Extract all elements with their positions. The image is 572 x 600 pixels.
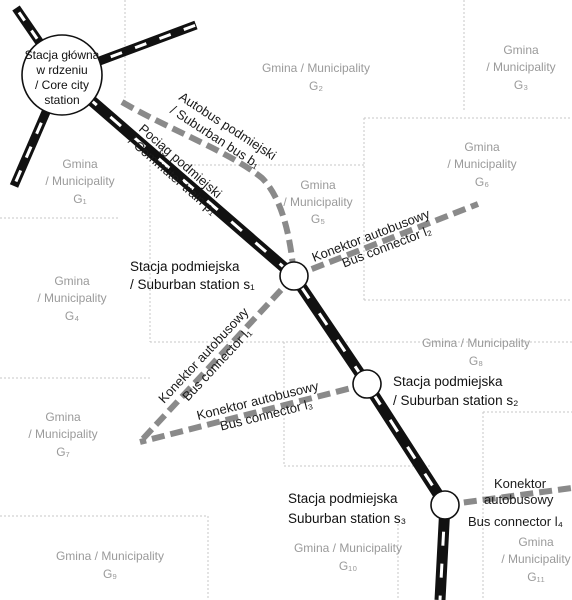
municipality-g4-label2: / Municipality [37, 291, 106, 305]
station-labels: Stacja podmiejska / Suburban station s₁ … [130, 259, 518, 526]
connector-l4-label-line3: Bus connector l₄ [468, 514, 563, 529]
station-s3-label-line1: Stacja podmiejska [288, 491, 398, 506]
municipality-g6-label2: / Municipality [447, 157, 516, 171]
station-s1-label-line1: Stacja podmiejska [130, 259, 240, 274]
municipality-g9-label: Gmina / Municipality [56, 549, 164, 563]
core-station-marker [21, 34, 103, 116]
municipality-g5-label2: / Municipality [283, 195, 352, 209]
bus-connector-l2-route [292, 201, 480, 279]
station-s2-marker [352, 369, 382, 399]
municipality-labels: Gmina / Municipality G₂ Gmina / Municipa… [28, 43, 570, 584]
station-s3-label-line2: Suburban station s₃ [288, 511, 406, 526]
connector-l4-label-line2: autobusowy [484, 492, 554, 507]
rail-spur-southwest-ties [12, 74, 64, 187]
core-station-line4: station [44, 93, 79, 107]
municipality-g7-label: Gmina [45, 410, 81, 424]
bus-b1-route [120, 99, 297, 277]
connector-l2-label: Konektor autobusowy Bus connector l₂ [310, 206, 434, 271]
connector-l1-label-line1: Konektor autobusowy [155, 304, 252, 406]
bus-connector-l4-route [444, 485, 572, 508]
municipality-g2-sub: G₂ [309, 79, 323, 93]
bus-connector-l3-route [139, 381, 368, 445]
stations [21, 34, 460, 520]
core-station-line3: / Core city [35, 78, 89, 92]
municipality-g11-sub: G₁₁ [527, 570, 544, 584]
municipality-g6-label: Gmina [464, 140, 500, 154]
municipality-g7-label2: / Municipality [28, 427, 97, 441]
core-station-line1: Stacja główna [25, 48, 100, 62]
municipality-g2-label: Gmina / Municipality [262, 61, 370, 75]
municipality-g3-sub: G₃ [514, 78, 528, 92]
municipality-g9-sub: G₉ [103, 567, 117, 581]
municipality-g1-label: Gmina [62, 157, 98, 171]
municipality-g11-label2: / Municipality [501, 552, 570, 566]
municipality-g10-label: Gmina / Municipality [294, 541, 402, 555]
connector-l4-label: Konektor autobusowy Bus connector l₄ [468, 476, 563, 529]
municipality-g4-label: Gmina [54, 274, 90, 288]
municipality-g5-sub: G₅ [311, 212, 325, 226]
municipality-g4-sub: G₄ [65, 309, 79, 323]
municipality-g6-sub: G₆ [475, 175, 489, 189]
municipality-g8-sub: G₈ [469, 354, 483, 368]
rail-main-ties [61, 73, 447, 600]
municipality-g1-sub: G₁ [73, 192, 86, 206]
bus-lines [120, 99, 572, 508]
connector-l4-label-line1: Konektor [494, 476, 547, 491]
line-labels: Autobus podmiejski / Suburban bus b₁ Poc… [126, 89, 563, 529]
rail-spur-north-ties [14, 7, 64, 76]
municipality-g3-label: Gmina [503, 43, 539, 57]
station-s1-label-line2: / Suburban station s₁ [130, 277, 255, 292]
station-s1-marker [279, 261, 309, 291]
municipality-g5-label: Gmina [300, 178, 336, 192]
municipality-g7-sub: G₇ [56, 445, 69, 459]
municipality-g3-label2: / Municipality [486, 60, 555, 74]
municipality-g11-label: Gmina [518, 535, 554, 549]
core-station-line2: w rdzeniu [35, 63, 87, 77]
municipality-g8-label: Gmina / Municipality [422, 336, 530, 350]
municipality-g1-label2: / Municipality [45, 174, 114, 188]
connector-l3-label: Konektor autobusowy Bus connector l₃ [195, 378, 320, 434]
station-s3-marker [430, 490, 460, 520]
station-s2-label-line1: Stacja podmiejska [393, 374, 503, 389]
station-s2-label-line2: / Suburban station s₂ [393, 393, 518, 408]
municipality-g10-sub: G₁₀ [339, 559, 357, 573]
core-station-label: Stacja główna w rdzeniu / Core city stat… [25, 48, 100, 107]
